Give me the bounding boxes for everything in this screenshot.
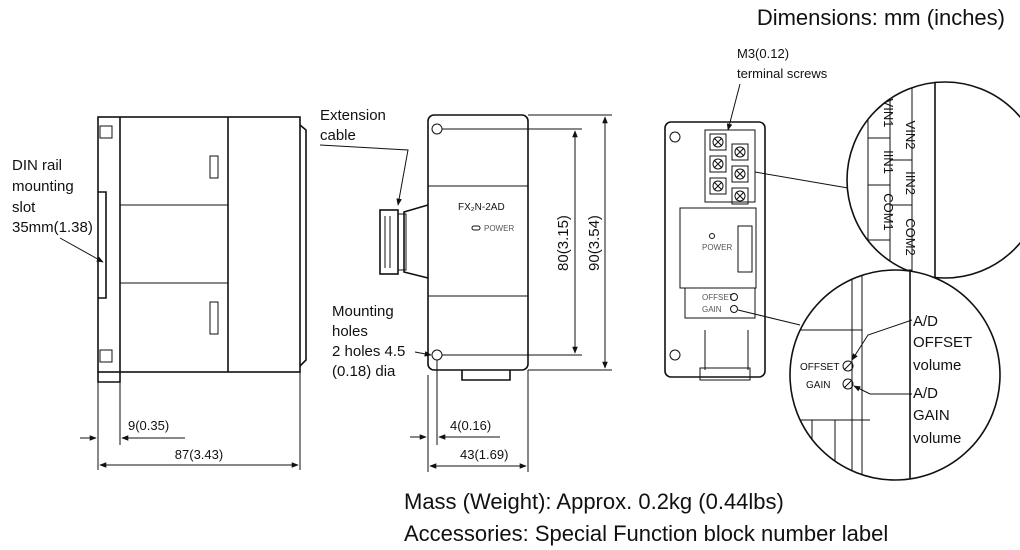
front-power-label: POWER — [484, 224, 514, 233]
volume-detail-callout: OFFSET GAIN A/D OFFSET volume A/D GAIN v… — [789, 269, 1001, 481]
terminal-offset-label: OFFSET — [702, 293, 734, 302]
front-body — [427, 114, 529, 371]
terminal-body — [664, 121, 766, 378]
terminal-gain-label: GAIN — [702, 305, 722, 314]
ad-gain-label-1: GAIN — [913, 407, 950, 424]
dim-hole-offset: 4(0.16) — [450, 418, 491, 433]
dim-width: 43(1.69) — [460, 447, 508, 462]
screws-label-0: M3(0.12) — [737, 46, 789, 61]
ad-offset-label-2: volume — [913, 357, 961, 374]
gain-volume-knob — [842, 378, 854, 390]
extension-cable-label-1: cable — [320, 127, 356, 144]
front-model-label: FX₂N-2AD — [458, 202, 505, 213]
mounting-holes-label-0: Mounting — [332, 303, 394, 320]
cable-connector — [379, 209, 399, 275]
ad-gain-label-0: A/D — [913, 385, 938, 402]
ad-gain-label-2: volume — [913, 430, 961, 447]
dim-total-depth: 87(3.43) — [175, 447, 223, 462]
front-view: FX₂N-2AD POWER Extension cable Mounting … — [319, 107, 612, 472]
accessories-note: Accessories: Special Function block numb… — [404, 521, 888, 546]
terminal-power-label: POWER — [702, 243, 732, 252]
dim-depth-offset: 9(0.35) — [128, 418, 169, 433]
terminal-screws — [709, 133, 749, 205]
detail-gain-label: GAIN — [806, 380, 830, 391]
mounting-holes-label-2: 2 holes 4.5 — [332, 343, 405, 360]
mounting-holes-label-3: (0.18) dia — [332, 363, 396, 380]
din-rail-label-3: 35mm(1.38) — [12, 219, 93, 236]
terminal-com2: COM2 — [903, 218, 918, 256]
din-rail-label-0: DIN rail — [12, 157, 62, 174]
extension-cable-label-0: Extension — [320, 107, 386, 124]
offset-volume-knob — [842, 360, 854, 372]
detail-offset-label: OFFSET — [800, 362, 839, 373]
svg-text:DIN rail: DIN rail — [12, 157, 62, 174]
side-body — [97, 116, 301, 373]
extension-cable — [403, 204, 429, 279]
din-rail-label-1: mounting — [12, 178, 74, 195]
terminal-view: M3(0.12) terminal screws POWER OFFSET GA… — [664, 46, 849, 381]
dim-height-inner: 80(3.15) — [555, 215, 572, 271]
ad-offset-label-1: OFFSET — [913, 334, 972, 351]
din-rail-slot — [98, 191, 107, 299]
side-center-block — [119, 204, 229, 284]
din-rail-label-2: slot — [12, 199, 36, 216]
terminal-vin2: VIN2 — [903, 121, 918, 150]
side-view: DIN rail mounting slot 35mm(1.38) 9(0.35… — [12, 116, 307, 470]
mass-note: Mass (Weight): Approx. 0.2kg (0.44lbs) — [404, 489, 784, 514]
ad-offset-label-0: A/D — [913, 313, 938, 330]
terminal-iin1: IIN1 — [881, 150, 896, 174]
terminal-detail-callout: VIN1 IIN1 COM1 VIN2 IIN2 COM2 — [846, 81, 1020, 279]
dim-height-total: 90(3.54) — [586, 215, 603, 271]
terminal-iin2: IIN2 — [903, 171, 918, 195]
dimensions-note: Dimensions: mm (inches) — [757, 5, 1005, 30]
terminal-com1: COM1 — [881, 193, 896, 231]
mounting-holes-label-1: holes — [332, 323, 368, 340]
screws-label-1: terminal screws — [737, 66, 828, 81]
terminal-vin1: VIN1 — [881, 99, 896, 128]
